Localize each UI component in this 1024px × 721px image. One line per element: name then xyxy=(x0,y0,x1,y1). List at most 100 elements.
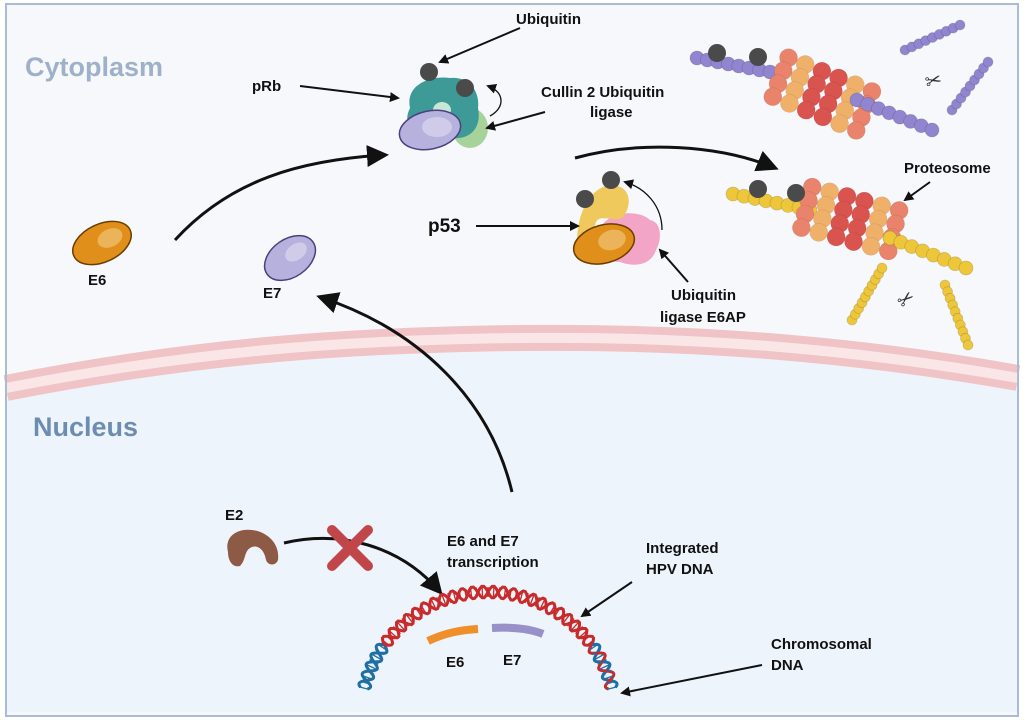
e7-protein-highlight xyxy=(285,242,307,262)
e6ap-ubiquitination-arrow xyxy=(623,179,663,231)
ubiquitin-pointer-arrow xyxy=(438,27,521,64)
dna-base-pair xyxy=(381,639,391,647)
dna-base-pair xyxy=(578,630,588,638)
prb-chain-bead xyxy=(924,122,940,138)
dna-base-pair xyxy=(362,675,373,680)
dna-base-pair xyxy=(514,590,518,601)
dna-base-pair xyxy=(498,587,501,598)
chromosomal-dna-label-2: DNA xyxy=(771,657,804,674)
prb-label: pRb xyxy=(252,78,281,95)
transcription-to-cytoplasm-arrow xyxy=(316,292,514,493)
proteasome-barrel xyxy=(792,177,909,261)
e2-inhibition-arrow xyxy=(283,537,443,596)
scissors-icon: ✂ xyxy=(923,69,945,95)
peptide-fragment-bead xyxy=(982,56,994,68)
dna-base-pair xyxy=(458,590,462,601)
ubiquitin-icon xyxy=(576,190,594,208)
e2-protein-shape xyxy=(227,529,279,567)
ubiquitin-icon xyxy=(456,79,474,97)
dna-base-pair xyxy=(410,611,418,620)
dna-base-pair xyxy=(464,588,468,600)
e7-protein xyxy=(263,234,317,282)
dna-base-pair xyxy=(371,653,382,660)
dna-base-pair xyxy=(575,626,584,635)
dna-base-pair xyxy=(447,593,452,603)
dna-base-pair xyxy=(571,622,579,631)
figure-frame xyxy=(5,3,1019,717)
peptide-fragment-bead xyxy=(954,19,966,31)
dna-base-pair xyxy=(562,614,571,624)
dna-base-pair xyxy=(599,664,610,670)
ubiquitin-label: Ubiquitin xyxy=(516,11,581,28)
ubiquitin-icon xyxy=(749,180,767,198)
e6-gene-label: E6 xyxy=(446,654,464,671)
dna-base-pair xyxy=(534,597,540,607)
dna-base-pair xyxy=(469,588,473,599)
cullin-ligase-label-2: ligase xyxy=(590,104,633,121)
p53-chain-bead xyxy=(958,260,974,276)
proteosome-pointer-arrow xyxy=(903,181,931,202)
e6ap-label-2: ligase E6AP xyxy=(660,309,746,326)
dna-base-pair xyxy=(420,604,427,615)
dna-base-pair xyxy=(529,594,535,605)
peptide-fragment-bead xyxy=(876,262,888,274)
proteosome-label: Proteosome xyxy=(904,160,991,177)
transcription-label-1: E6 and E7 xyxy=(447,533,519,550)
dna-strand xyxy=(357,642,385,689)
dna-base-pair xyxy=(503,588,507,599)
prb-pointer-arrow xyxy=(299,85,400,102)
dna-base-pair xyxy=(475,587,478,598)
ubiquitin-icon xyxy=(420,63,438,81)
e7-bound-highlight xyxy=(422,117,452,137)
e6-protein-label: E6 xyxy=(88,272,106,289)
e6-protein xyxy=(72,220,132,266)
dna-base-pair xyxy=(452,591,457,602)
nucleus-label: Nucleus xyxy=(33,412,138,442)
dna-base-pair xyxy=(441,594,447,605)
dna-base-pair xyxy=(585,639,595,647)
peptide-fragment-bead xyxy=(962,339,974,351)
e6ap-pointer-arrow xyxy=(658,248,689,283)
transcription-label-2: transcription xyxy=(447,554,539,571)
dna-base-pair xyxy=(374,648,385,656)
dna-base-pair xyxy=(508,588,512,600)
dna-base-pair xyxy=(364,669,375,675)
cullin-ligase-label-1: Cullin 2 Ubiquitin xyxy=(541,84,664,101)
ubiquitin-icon xyxy=(787,184,805,202)
proteasome-subunit xyxy=(846,121,866,140)
dna-base-pair xyxy=(378,644,388,651)
e6-gene-segment xyxy=(426,625,479,645)
dna-base-pair xyxy=(601,669,612,675)
dna-base-pair xyxy=(544,601,551,612)
dna-base-pair xyxy=(366,664,377,670)
integrated-hpv-label-2: HPV DNA xyxy=(646,561,714,578)
dna-base-pair xyxy=(436,597,442,607)
proteasome-p53-degradation xyxy=(725,177,974,351)
cytoplasm-label: Cytoplasm xyxy=(25,52,163,82)
dna-base-pair xyxy=(388,630,398,638)
dna-base-pair xyxy=(524,593,529,603)
e6-bound-highlight xyxy=(598,229,626,251)
dna-base-pair xyxy=(519,591,524,602)
e7-gene-segment xyxy=(491,623,545,638)
dna-base-pair xyxy=(415,607,422,617)
dna-base-pair xyxy=(405,614,414,624)
e7-gene-label: E7 xyxy=(503,652,521,669)
nuclear-membrane-lumen xyxy=(5,332,1019,393)
dna-base-pair xyxy=(549,604,556,615)
blocked-x-icon xyxy=(327,525,373,571)
dna-base-pair xyxy=(554,607,561,617)
dna-base-pair xyxy=(385,634,394,643)
nucleus-region xyxy=(6,337,1018,712)
dna-base-pair xyxy=(558,611,566,620)
dna-base-pair xyxy=(567,618,575,627)
dna-base-pair xyxy=(588,644,598,651)
dna-base-pair xyxy=(425,601,432,612)
e7-protein-label: E7 xyxy=(263,285,281,302)
dna-base-pair xyxy=(606,686,617,691)
dna-base-pair xyxy=(392,626,401,635)
ubiquitin-icon xyxy=(708,44,726,62)
ubiquitination-cycle-arrow xyxy=(486,83,502,117)
e2-label: E2 xyxy=(225,507,243,524)
integrated-hpv-pointer-arrow xyxy=(580,581,633,618)
